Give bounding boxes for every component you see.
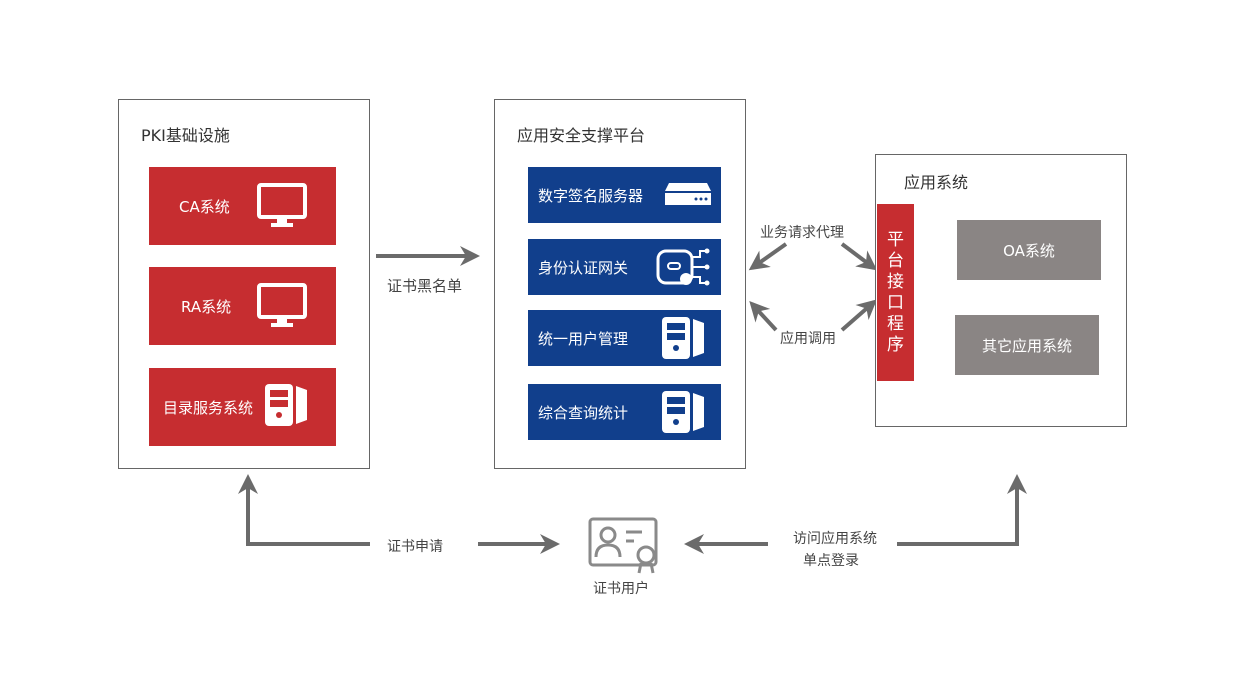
panel-title: PKI基础设施 <box>141 126 230 145</box>
item-label: 目录服务系统 <box>163 398 254 417</box>
edge-label-blacklist: 证书黑名单 <box>387 277 463 295</box>
monitor-icon <box>257 183 307 227</box>
app-panel: 应用系统 <box>875 154 1127 427</box>
panel-title: 应用安全支撑平台 <box>517 126 646 145</box>
gateway-icon <box>656 248 710 286</box>
platform-interface-bar[interactable]: 平台接口程序 <box>877 204 914 381</box>
item-label: 身份认证网关 <box>538 258 629 277</box>
item-label: 数字签名服务器 <box>538 186 644 205</box>
platform-item-signature-server[interactable]: 数字签名服务器 <box>528 167 721 223</box>
certificate-user-icon <box>588 517 658 574</box>
platform-item-query-stats[interactable]: 综合查询统计 <box>528 384 721 440</box>
pki-item-directory[interactable]: 目录服务系统 <box>149 368 336 446</box>
arrow-proxy-right <box>840 242 878 271</box>
edge-label-call: 应用调用 <box>780 331 836 347</box>
pki-item-ca[interactable]: CA系统 <box>149 167 336 245</box>
user-label: 证书用户 <box>593 581 649 597</box>
server-tower-icon <box>662 317 704 359</box>
server-tower-icon <box>662 391 704 433</box>
item-label: OA系统 <box>1003 241 1055 260</box>
item-label: 统一用户管理 <box>538 329 629 348</box>
item-label: CA系统 <box>179 197 230 216</box>
pki-item-ra[interactable]: RA系统 <box>149 267 336 345</box>
arrow-proxy-left <box>748 242 788 271</box>
arrow-call-right <box>840 299 878 332</box>
monitor-icon <box>257 283 307 327</box>
server-tower-icon <box>265 384 307 426</box>
arrow-access-up <box>897 474 1027 546</box>
item-label: 其它应用系统 <box>981 336 1072 355</box>
edge-label-access: 访问应用系统 <box>793 531 877 547</box>
edge-label-apply: 证书申请 <box>387 539 443 555</box>
interface-label: 平台接口程序 <box>887 229 904 355</box>
arrow-apply-up <box>238 474 370 546</box>
edge-label-proxy: 业务请求代理 <box>760 225 844 241</box>
platform-item-user-management[interactable]: 统一用户管理 <box>528 310 721 366</box>
platform-item-auth-gateway[interactable]: 身份认证网关 <box>528 239 721 295</box>
edge-label-sso: 单点登录 <box>803 553 859 569</box>
item-label: RA系统 <box>181 297 232 316</box>
item-label: 综合查询统计 <box>538 403 629 422</box>
app-item-other[interactable]: 其它应用系统 <box>955 315 1099 375</box>
panel-title: 应用系统 <box>904 173 969 192</box>
app-item-oa[interactable]: OA系统 <box>957 220 1101 280</box>
rack-server-icon <box>665 183 711 205</box>
arrow-call-left <box>749 301 778 332</box>
